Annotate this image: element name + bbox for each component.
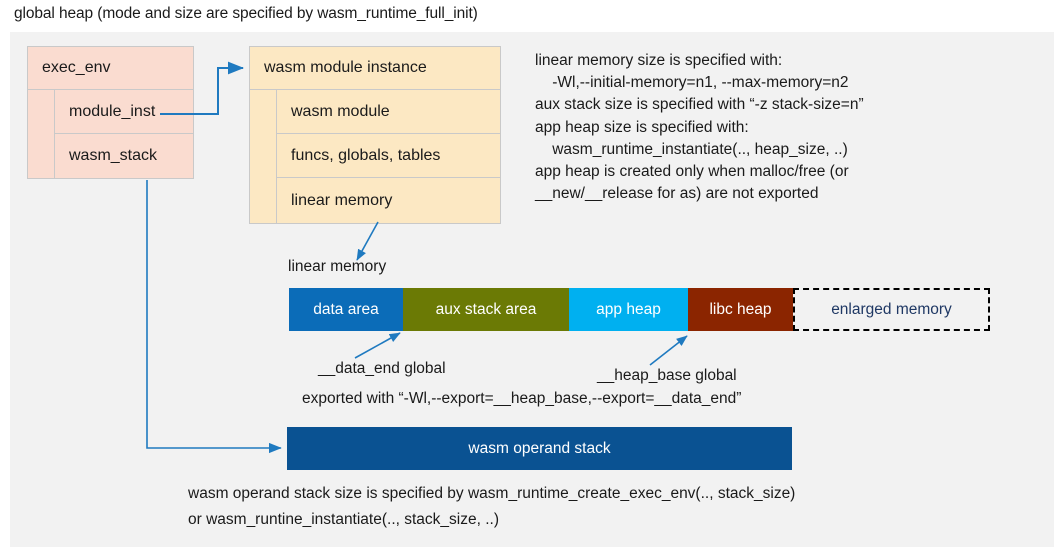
- module-instance-field-funcs-globals-tables: funcs, globals, tables: [276, 133, 501, 178]
- memory-segment-libc-heap: libc heap: [688, 288, 793, 331]
- module-instance-field-linear-memory-label: linear memory: [291, 191, 393, 209]
- module-instance-header: wasm module instance: [249, 46, 501, 90]
- memory-segment-data-area-label: data area: [313, 300, 379, 318]
- module-instance-field-wasm-module: wasm module: [276, 89, 501, 134]
- exec-env-field-wasm-stack-label: wasm_stack: [69, 147, 158, 164]
- module-instance-gutter: [249, 89, 277, 224]
- memory-segment-enlarged-memory: enlarged memory: [793, 288, 990, 331]
- exec-env-field-module-inst: module_inst: [54, 89, 194, 134]
- exec-env-field-wasm-stack: wasm_stack: [54, 133, 194, 179]
- linear-memory-bar: data area aux stack area app heap libc h…: [289, 288, 990, 331]
- exec-env-header-label: exec_env: [42, 59, 111, 76]
- exported-with-note: exported with “-Wl,--export=__heap_base,…: [302, 390, 742, 407]
- memory-segment-app-heap: app heap: [569, 288, 688, 331]
- linear-memory-bar-label: linear memory: [288, 258, 387, 275]
- exec-env-header: exec_env: [27, 46, 194, 90]
- memory-segment-libc-heap-label: libc heap: [709, 300, 772, 318]
- exec-env-field-module-inst-label: module_inst: [69, 102, 156, 120]
- operand-stack-note: wasm operand stack size is specified by …: [188, 485, 796, 528]
- module-instance-field-funcs-globals-tables-label: funcs, globals, tables: [291, 146, 441, 164]
- module-instance-field-wasm-module-label: wasm module: [291, 102, 390, 120]
- module-instance-field-linear-memory: linear memory: [276, 177, 501, 224]
- memory-segment-data-area: data area: [289, 288, 403, 331]
- memory-segment-app-heap-label: app heap: [596, 300, 661, 318]
- page-title: global heap (mode and size are specified…: [14, 5, 478, 22]
- memory-segment-aux-stack-area: aux stack area: [403, 288, 569, 331]
- wasm-operand-stack-bar: wasm operand stack: [287, 427, 792, 470]
- wasm-operand-stack-label: wasm operand stack: [468, 439, 611, 457]
- module-instance-header-label: wasm module instance: [264, 59, 427, 76]
- memory-segment-enlarged-memory-label: enlarged memory: [831, 300, 952, 318]
- heap-base-global-note: __heap_base global: [597, 367, 737, 384]
- memory-config-note: linear memory size is specified with: -W…: [535, 52, 864, 203]
- exec-env-gutter: [27, 89, 55, 179]
- data-end-global-note: __data_end global: [318, 360, 446, 377]
- memory-segment-aux-stack-area-label: aux stack area: [435, 300, 537, 318]
